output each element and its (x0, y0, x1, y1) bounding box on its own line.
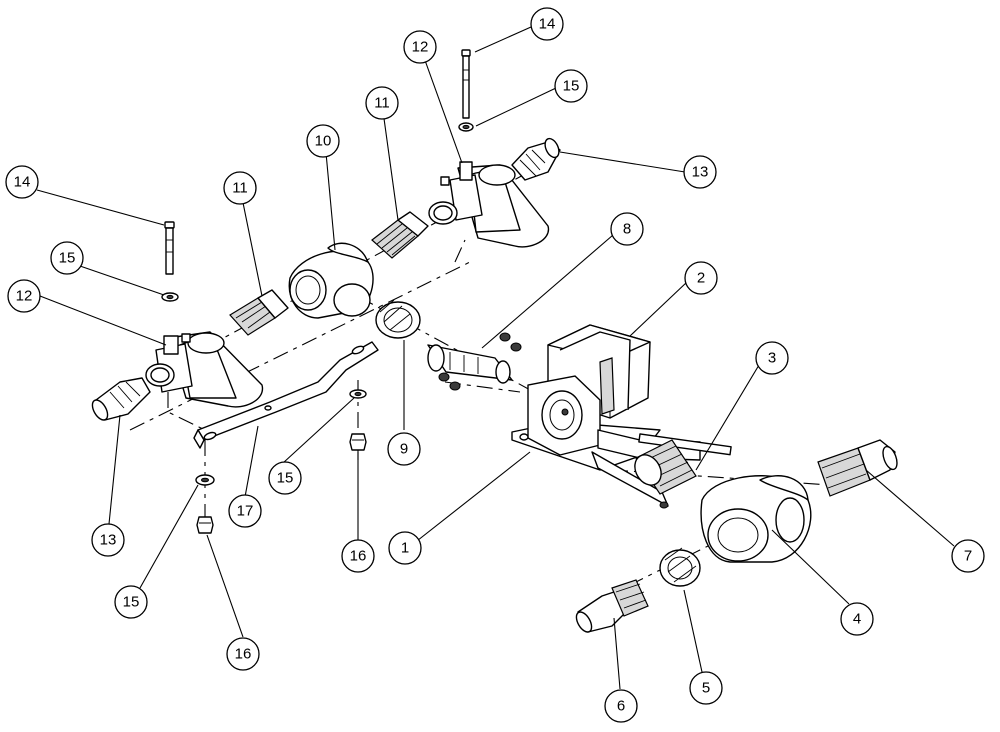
callout-16-lower-label: 16 (235, 646, 252, 663)
callout-1-label: 1 (401, 540, 409, 557)
bolt-upper (461, 49, 471, 119)
callout-7-label: 7 (964, 548, 972, 565)
nut-bracket-right (349, 433, 367, 451)
callout-7: 7 (951, 539, 985, 573)
bushing-lower (659, 547, 701, 587)
callout-15-lower: 15 (114, 585, 148, 619)
pipe-tee (288, 242, 374, 319)
callout-12-upper: 12 (403, 30, 437, 64)
callout-8: 8 (610, 212, 644, 246)
callout-15-left-label: 15 (59, 250, 76, 267)
hose-barb-right (817, 439, 898, 497)
callout-10-label: 10 (315, 133, 332, 150)
nipple-upper (371, 211, 429, 259)
solenoid-sleeve (427, 344, 513, 384)
callout-15-lower-label: 15 (123, 594, 140, 611)
callout-2: 2 (684, 261, 718, 295)
callout-9-label: 9 (400, 441, 408, 458)
callout-13-left: 13 (91, 523, 125, 557)
washer-bracket-left (195, 474, 215, 486)
washer-left-upper (161, 292, 179, 302)
callout-14-left-label: 14 (14, 174, 31, 191)
callout-16-lower: 16 (226, 637, 260, 671)
washer-bracket-right (349, 389, 367, 399)
callout-11-left-label: 11 (232, 180, 248, 197)
callout-16-bracket: 16 (341, 539, 375, 573)
pipe-tee-lower (700, 475, 812, 563)
callout-12-upper-label: 12 (412, 39, 429, 56)
callout-3-label: 3 (768, 350, 776, 367)
callout-6: 6 (604, 689, 638, 723)
small-nuts (438, 332, 522, 391)
callout-15-upper: 15 (554, 69, 588, 103)
callout-4: 4 (840, 602, 874, 636)
callout-4-label: 4 (853, 611, 861, 628)
callout-10: 10 (306, 124, 340, 158)
nut-bracket-left (196, 516, 214, 534)
solenoid-valve-assembly (511, 375, 732, 509)
callout-6-label: 6 (617, 698, 625, 715)
callout-15-bracket-label: 15 (277, 470, 294, 487)
callout-15-upper-label: 15 (563, 78, 580, 95)
callout-17-label: 17 (237, 503, 254, 520)
callout-15-left: 15 (50, 241, 84, 275)
callout-13-left-label: 13 (100, 532, 117, 549)
callout-14-left: 14 (5, 165, 39, 199)
callout-13-upper: 13 (683, 155, 717, 189)
mounting-bracket (193, 341, 379, 449)
bushing (375, 299, 421, 339)
strainer-nipple (634, 439, 697, 495)
callout-11-left: 11 (223, 171, 257, 205)
callout-11-upper-label: 11 (374, 95, 390, 112)
hose-barb-lower (575, 579, 649, 633)
callout-5-label: 5 (702, 680, 710, 697)
callout-17: 17 (228, 494, 262, 528)
callout-12-left-label: 12 (16, 288, 33, 305)
callout-1: 1 (388, 531, 422, 565)
callout-2-label: 2 (697, 270, 705, 287)
callout-13-upper-label: 13 (692, 164, 709, 181)
nipple-left (229, 289, 289, 336)
callout-11-upper: 11 (365, 86, 399, 120)
callout-8-label: 8 (623, 221, 631, 238)
callout-16-bracket-label: 16 (350, 548, 367, 565)
leader-lines (36, 26, 955, 690)
hose-barb-left (91, 377, 151, 421)
washer-upper (458, 122, 474, 132)
callout-14-upper: 14 (530, 7, 564, 41)
callout-14-upper-label: 14 (539, 16, 556, 33)
bolt-left (164, 221, 175, 275)
callout-5: 5 (689, 671, 723, 705)
callout-3: 3 (755, 341, 789, 375)
callout-15-bracket: 15 (268, 461, 302, 495)
callout-9: 9 (387, 432, 421, 466)
valve-body-left (145, 331, 264, 408)
valve-body-upper (428, 161, 550, 248)
hose-barb-upper (511, 137, 561, 181)
callout-12-left: 12 (7, 279, 41, 313)
